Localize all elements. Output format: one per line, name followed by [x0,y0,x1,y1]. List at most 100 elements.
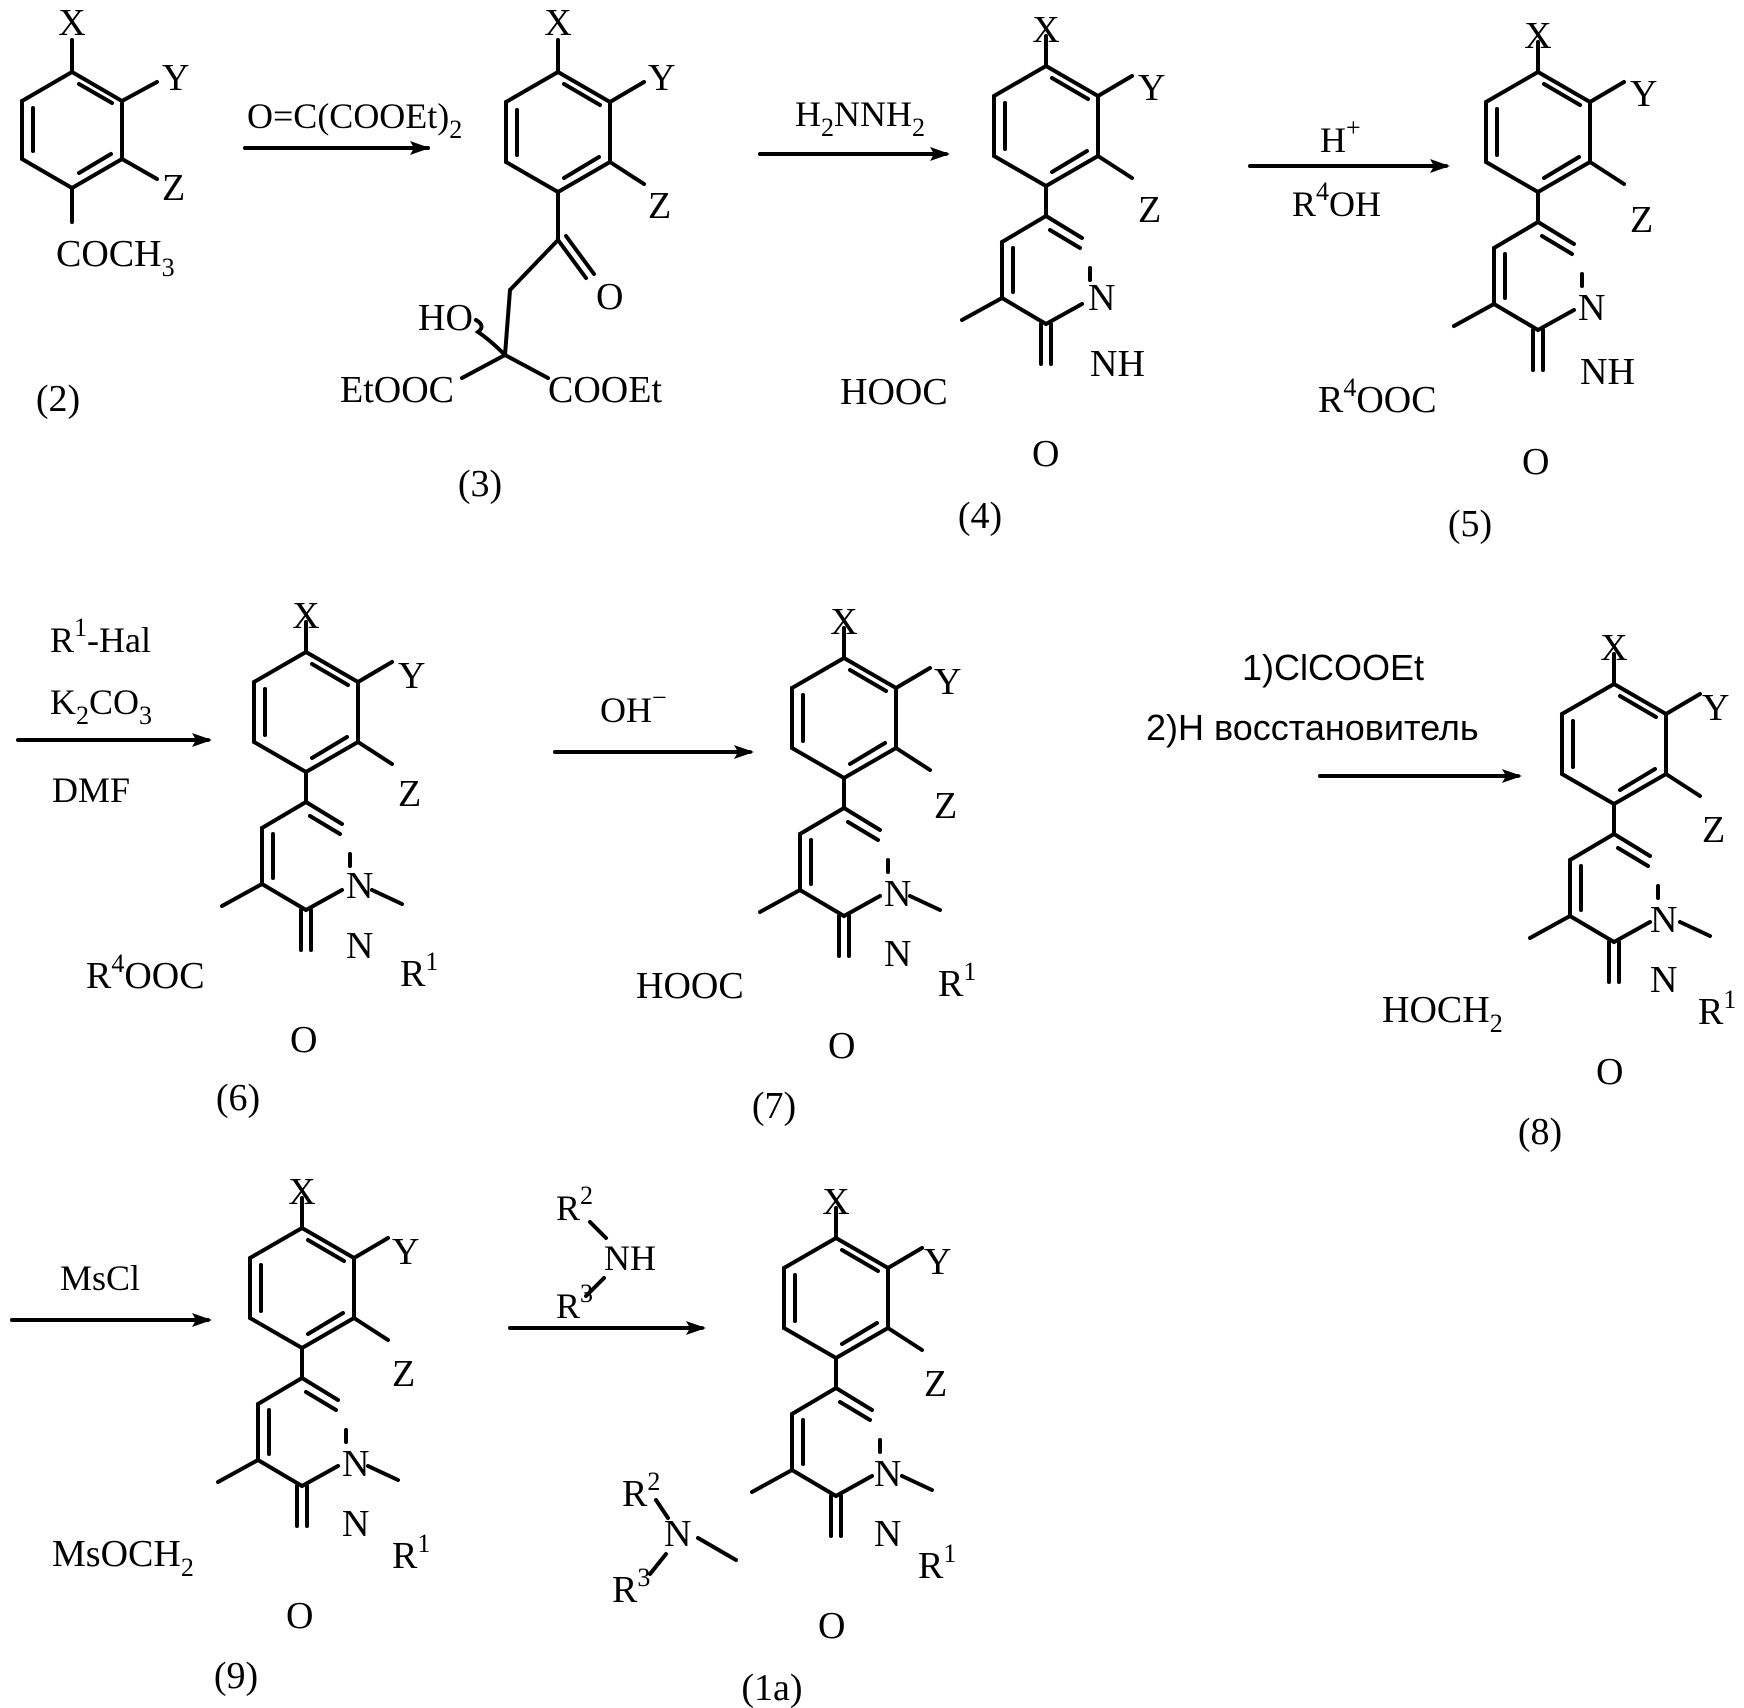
reaction-arrow-8: R2 NH R3 [510,1181,706,1335]
ring-bond [836,1388,872,1410]
ring-oxygen: O [828,1025,855,1067]
substituent-bond [1454,304,1494,326]
ring-bond [262,802,306,828]
ring-oxygen: O [290,1019,317,1061]
compound-2: X Y Z COCH3 (2) [22,2,189,420]
ring-oxygen: O [818,1605,845,1647]
benzene-bond [994,66,1046,96]
y-bond [358,662,392,682]
reaction-arrow-4: R1-Hal K2CO3 DMF [18,613,212,810]
ring-nitrogen-1: N [342,1443,369,1485]
compound-number: (4) [958,495,1002,537]
compound-number: (9) [214,1655,258,1697]
compound-number: (7) [752,1085,796,1127]
benzene-bond [1486,72,1538,102]
ring-nitrogen: N [1088,277,1115,319]
reagent-ethyl-chloroformate: 1)ClCOOEt [1242,647,1424,688]
ring-bond [302,1378,338,1400]
ring-bond [1046,216,1082,238]
ring-bond [302,1466,338,1486]
benzene-bond [250,1228,302,1258]
n-r1-bond [902,1476,932,1490]
x-label: X [1524,15,1551,57]
x-label: X [830,601,857,643]
benzene-double-bond [842,1323,877,1344]
compound-number: (5) [1448,503,1492,545]
x-label: X [288,1171,315,1213]
benzene-ring [22,40,157,222]
r1-label: R1 [392,1529,430,1577]
z-bond [1666,774,1700,796]
compound-9 [218,1198,398,1526]
ring-nitrogen-1: N [884,873,911,915]
ring-bond [1538,222,1574,244]
wavy-hydroxy-bond [476,320,505,355]
ring-bond [800,808,844,834]
ring-bond [844,808,880,830]
ring-bond [836,1476,872,1496]
ring-nitrogen-2: N [874,1513,901,1555]
z-label: Z [398,773,421,815]
benzene-bond [250,1318,302,1348]
r3-label: R3 [612,1563,650,1611]
bond-n-r3 [650,1554,666,1574]
ring-nitrogen-2: N [884,933,911,975]
ring-nh: NH [1580,351,1635,393]
ring-bond [1002,298,1046,324]
reagent-hydrazine: H2NNH2 [795,94,925,142]
ring-bond [1002,216,1046,242]
z-label: Z [934,785,957,827]
ring-bond [1570,916,1614,942]
ring-nitrogen: N [1578,287,1605,329]
reaction-arrow-7: MsCl [12,1258,212,1327]
ring-oxygen: O [1522,441,1549,483]
reagent-hydroxide: OH− [600,683,667,730]
compound-number: (6) [216,1077,260,1119]
quaternary-bond [505,290,510,355]
benzene-double-bond [1052,151,1087,172]
amine-bond-r2 [590,1222,606,1238]
substituent-bond [752,1470,792,1492]
substituent-bond [218,1460,258,1482]
reagent-amine-r3: R3 [556,1279,593,1326]
compound-7 [760,628,940,956]
reagent-diethyl-oxomalonate: O=C(COOEt)2 [247,96,462,144]
benzene-double-bond [308,1313,343,1334]
y-bond [888,1248,922,1268]
x-label: X [58,2,85,44]
n-r1-bond [1680,922,1710,936]
y-label: Y [162,57,189,99]
ch2-bond [510,240,558,290]
r1-label: R1 [1698,985,1736,1033]
reaction-arrow-3: H+ R4OH [1250,113,1450,224]
ester-bond-right [505,355,548,378]
carboxyl-label: HOOC [840,371,948,413]
ring-bond [262,884,306,910]
benzene-bond [784,1238,836,1268]
y-label: Y [1702,687,1729,729]
ring-bond [258,1378,302,1404]
ring-bond [792,1470,836,1496]
ring-bond [1494,222,1538,248]
ring-bond [306,890,342,910]
x-label: X [822,1181,849,1223]
benzene-bond [254,652,306,682]
ring-bond [1538,310,1574,330]
benzene-bond [1486,162,1538,192]
compound-9-labels: X Y Z N N O R1 MsOCH2 (9) [52,1171,430,1697]
reagent-acid: H+ [1320,113,1361,160]
benzene-bond [792,748,844,778]
ring-nitrogen-1: N [874,1453,901,1495]
ring-oxygen: O [1596,1051,1623,1093]
compound-8 [1530,654,1710,982]
y-label: Y [1630,73,1657,115]
ring-nitrogen-2: N [1650,959,1677,1001]
reagent-reducing-agent: 2)H восстановитель [1146,707,1479,748]
ring-bond [844,896,880,916]
z-label: Z [162,167,185,209]
hydroxymethyl-label: HOCH2 [1382,989,1503,1038]
benzene-bond [784,1328,836,1358]
bond-n-ch2 [698,1538,736,1560]
ring-nitrogen-2: N [346,925,373,967]
acetyl-group: COCH3 [56,233,175,282]
